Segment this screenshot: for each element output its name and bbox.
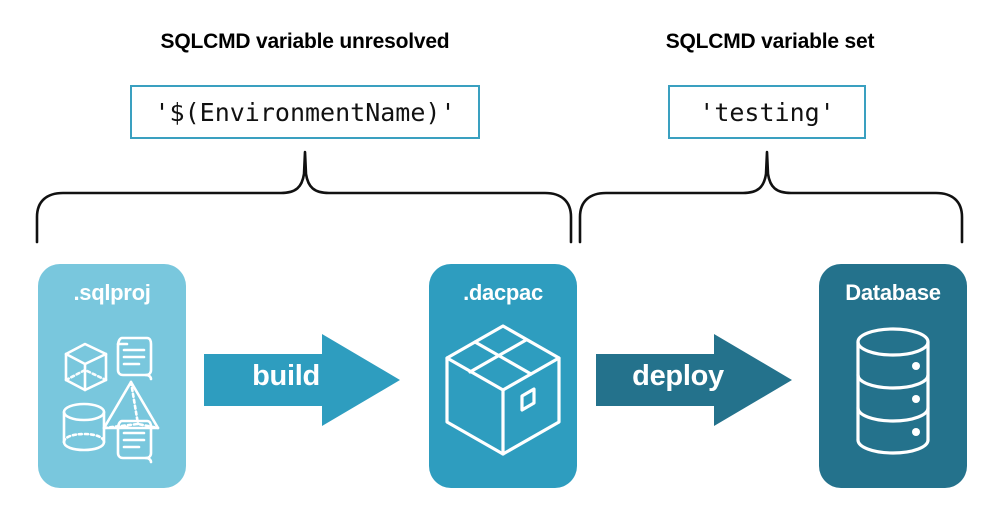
scroll-icon-top bbox=[116, 336, 153, 381]
annotation-heading-right: SQLCMD variable set bbox=[665, 30, 875, 53]
cube-icon bbox=[64, 342, 108, 392]
database-status-dot bbox=[912, 428, 920, 436]
database-status-dot bbox=[912, 395, 920, 403]
arrow-right-icon bbox=[596, 334, 792, 426]
curly-brace-left-icon bbox=[35, 150, 573, 244]
pipeline-stage-database-label: Database bbox=[845, 280, 941, 305]
sqlcmd-variable-unresolved-value-box: '$(EnvironmentName)' bbox=[130, 85, 480, 139]
transition-arrow-build bbox=[204, 334, 400, 426]
brace-group bbox=[35, 150, 964, 244]
package-box-icon bbox=[445, 324, 561, 456]
arrow-right-icon bbox=[204, 334, 400, 426]
cylinder-icon bbox=[62, 402, 106, 452]
pipeline-stage-sqlproj[interactable]: .sqlproj bbox=[38, 264, 186, 488]
database-status-dot bbox=[912, 362, 920, 370]
database-icon-group bbox=[856, 327, 930, 455]
dacpac-package-icon-group bbox=[445, 324, 561, 456]
scroll-icon-bottom bbox=[116, 419, 153, 464]
pipeline-stage-dacpac-label: .dacpac bbox=[463, 280, 543, 305]
pipeline-stage-dacpac[interactable]: .dacpac bbox=[429, 264, 577, 488]
pipeline-stage-database[interactable]: Database bbox=[819, 264, 967, 488]
database-cylinder-icon bbox=[856, 327, 930, 455]
sqlproj-artifacts-icon-group bbox=[62, 336, 160, 464]
sqlcmd-variable-set-value-box: 'testing' bbox=[668, 85, 866, 139]
transition-arrow-deploy bbox=[596, 334, 792, 426]
pipeline-stage-sqlproj-label: .sqlproj bbox=[73, 280, 151, 305]
annotation-heading-left: SQLCMD variable unresolved bbox=[160, 30, 450, 53]
curly-brace-right-icon bbox=[578, 150, 964, 244]
